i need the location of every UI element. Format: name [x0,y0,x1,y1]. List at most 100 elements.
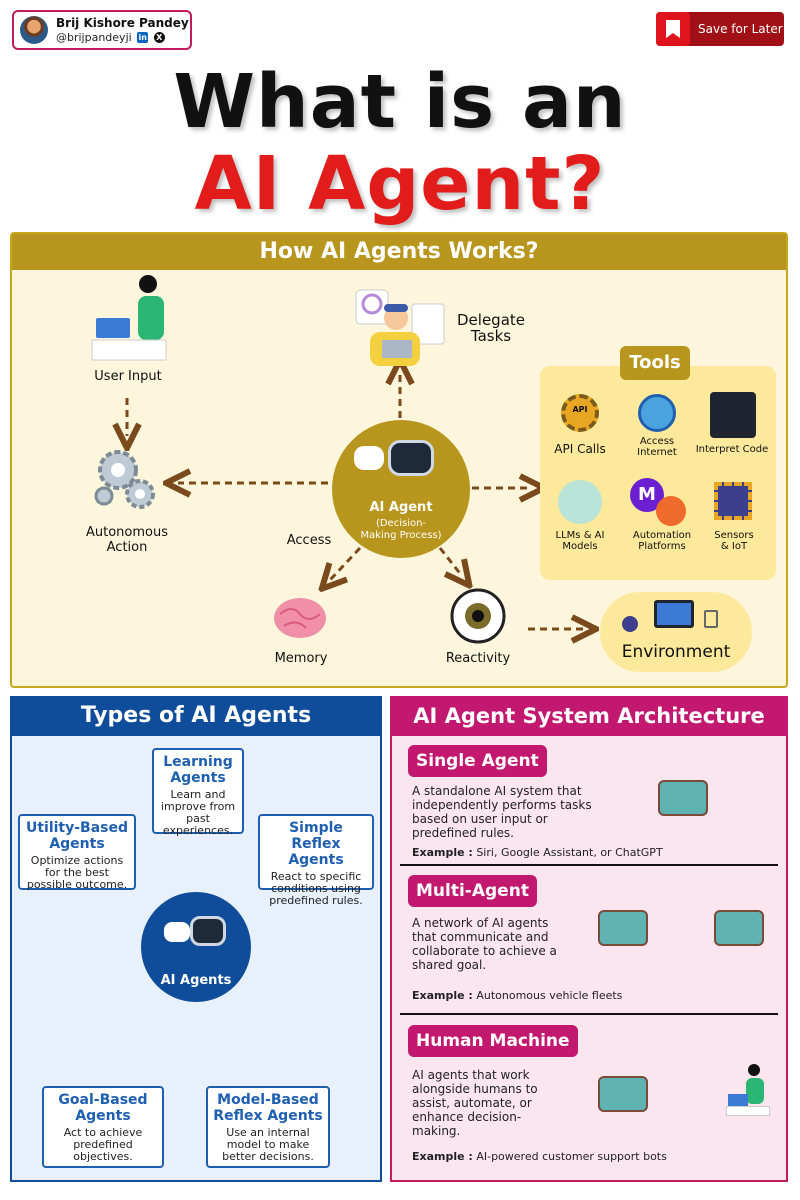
single-agent-tag: Single Agent [408,745,547,777]
multi-desc-line2: that communicate and [412,930,549,944]
model-desc-line1: Use an internal [226,1126,310,1139]
simple-reflex-box: Simple Reflex Agents React to specific c… [258,814,374,907]
save-label: Save for Later [698,22,783,36]
learning-title-line2: Agents [170,770,226,786]
single-robot-icon [658,780,708,816]
save-for-later-button[interactable]: Save for Later [656,12,784,46]
page-title-line2: AI Agent? [194,141,606,227]
types-chat-bubble-icon [164,922,190,942]
avatar [20,16,48,44]
multi-agent-desc: A network of AI agents that communicate … [412,916,582,972]
human-machine-desc: AI agents that work alongside humans to … [412,1068,582,1138]
learning-title-line1: Learning [163,754,233,770]
human-example-prefix: Example : [412,1150,473,1163]
human-desc-line1: AI agents that work [412,1068,530,1082]
reactivity-illustration [450,588,506,644]
gears-illustration [94,450,155,509]
utility-title-line1: Utility-Based [25,820,129,836]
memory-illustration [274,598,326,638]
model-title-line2: Reflex Agents [213,1108,323,1124]
learning-desc-line1: Learn and [170,788,226,801]
learning-desc-line3: past [186,812,210,825]
human-example: Example : AI-powered customer support bo… [412,1150,667,1163]
author-name: Brij Kishore Pandey [56,15,189,30]
multi-agent-tag: Multi-Agent [408,875,537,907]
model-title-line1: Model-Based [217,1092,319,1108]
tool-sensors-label: Sensors & IoT [694,530,774,552]
human-machine-robot-icon [598,1076,648,1112]
delegate-label: Delegate Tasks [446,312,536,344]
single-example-text: Siri, Google Assistant, or ChatGPT [476,846,663,859]
simple-desc-line2: conditions using [271,882,361,895]
goal-desc-line2: predefined [73,1138,133,1151]
model-based-box: Model-Based Reflex Agents Use an interna… [206,1086,330,1168]
monitor-icon [654,600,694,628]
x-icon[interactable]: X [153,32,165,43]
tool-sensors-line1: Sensors [714,530,754,541]
multi-desc-line4: shared goal. [412,958,487,972]
single-example-prefix: Example : [412,846,473,859]
tools-tag: Tools [620,346,690,380]
types-header: Types of AI Agents [10,696,382,736]
human-worker-icon [726,1064,770,1120]
environment-gear-icon [622,616,638,632]
simple-desc-line1: React to specific [270,870,362,883]
tool-sensors-line2: & IoT [720,541,748,552]
simple-title-line1: Simple Reflex [289,820,343,852]
chat-bubble-icon [354,446,384,470]
types-center-circle [141,892,251,1002]
tool-access-internet-label: Access Internet [617,436,697,458]
agent-subtitle: (Decision- Making Process) [332,518,470,542]
goal-desc-line1: Act to achieve [63,1126,143,1139]
tool-interpret-code-label: Interpret Code [695,444,769,455]
learning-desc-line4: experiences. [162,824,234,837]
multi-example: Example : Autonomous vehicle fleets [412,989,622,1002]
llm-robot-icon [558,480,602,524]
utility-desc-line1: Optimize actions [30,854,124,867]
environment-label: Environment [621,642,731,662]
sensor-chip-icon [714,482,752,520]
learning-agents-box: Learning Agents Learn and improve from p… [152,748,244,837]
robot-icon [388,440,434,476]
user-input-label: User Input [94,369,162,384]
goal-title-line1: Goal-Based [58,1092,148,1108]
linkedin-icon[interactable]: in [137,32,149,43]
multi-example-prefix: Example : [412,989,473,1002]
multi-robot-right-icon [714,910,764,946]
api-calls-icon [561,394,599,432]
single-desc-line2: independently performs tasks [412,798,592,812]
tool-access-internet-line2: Internet [637,447,677,458]
agent-sub-line2: Making Process) [360,530,442,541]
multi-robot-left-icon [598,910,648,946]
human-desc-line5: making. [412,1124,461,1138]
autonomous-line2: Action [106,540,148,555]
human-desc-line4: enhance decision- [412,1110,522,1124]
arrow-to-memory [330,546,362,580]
how-header: How AI Agents Works? [12,234,786,270]
utility-desc-line2: for the best [45,866,109,879]
goal-desc-line3: objectives. [73,1150,133,1163]
types-robot-icon [190,916,226,946]
single-desc-line3: based on user input or [412,812,548,826]
types-center-label: AI Agents [160,973,232,988]
arch-header: AI Agent System Architecture [390,696,788,736]
agent-sub-line1: (Decision- [375,518,427,529]
human-example-text: AI-powered customer support bots [476,1150,667,1163]
single-desc-line1: A standalone AI system that [412,784,582,798]
tool-automation-line2: Platforms [638,541,686,552]
goal-based-box: Goal-Based Agents Act to achieve predefi… [42,1086,164,1168]
how-arrows [127,372,584,629]
author-card[interactable]: Brij Kishore Pandey @brijpandeyji in X [12,10,192,50]
arch-divider-1 [400,864,778,866]
single-example: Example : Siri, Google Assistant, or Cha… [412,846,663,859]
author-handle: @brijpandeyji in X [56,31,189,45]
code-terminal-icon [710,392,756,438]
api-icon-text: API [572,405,588,414]
learning-desc: Learn and improve from past experiences. [157,789,239,837]
simple-title-line2: Agents [288,852,344,868]
model-desc: Use an internal model to make better dec… [211,1127,325,1163]
autonomous-line1: Autonomous [85,525,168,540]
tool-llm-line2: Models [562,541,598,552]
single-agent-desc: A standalone AI system that independentl… [412,784,622,840]
multi-desc-line3: collaborate to achieve a [412,944,557,958]
